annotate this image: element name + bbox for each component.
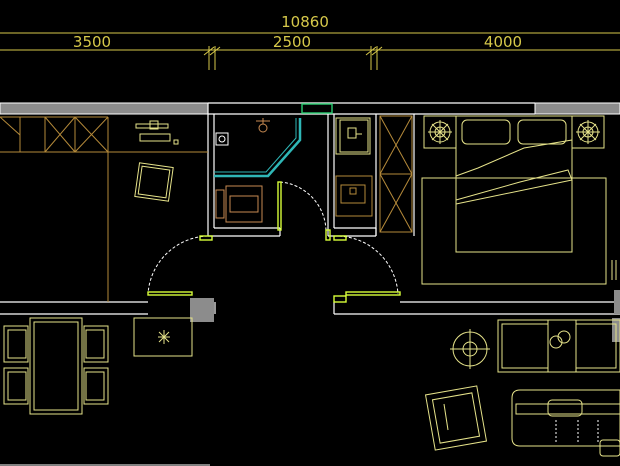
bedside-lamp-icon: [428, 120, 452, 144]
sofa-stitching: [555, 420, 599, 444]
wardrobe: [379, 115, 413, 233]
sink-icon: [347, 127, 362, 139]
bedside-lamp-icon: [576, 120, 600, 144]
desk: [134, 120, 179, 202]
dining-set: [3, 317, 109, 415]
living-furniture: [424, 319, 620, 457]
toilet-icon: [215, 185, 263, 223]
closet-units: [335, 117, 373, 217]
shower-icon: [256, 118, 270, 133]
doors: [147, 181, 399, 295]
round-table-icon: [450, 329, 490, 369]
bedroom: [421, 115, 617, 285]
walls: [0, 102, 620, 342]
dimension-segment-label: 2500: [273, 33, 311, 51]
dimension-lines: [0, 32, 620, 70]
bathroom-fixtures: [214, 103, 333, 223]
kitchen-cabinets: [0, 116, 208, 302]
dimension-total-label: 10860: [281, 13, 329, 31]
door-leaves: [147, 181, 401, 303]
dimension-segment-label: 3500: [73, 33, 111, 51]
stove-burner-icon: [133, 317, 193, 357]
dimension-segment-label: 4000: [484, 33, 522, 51]
